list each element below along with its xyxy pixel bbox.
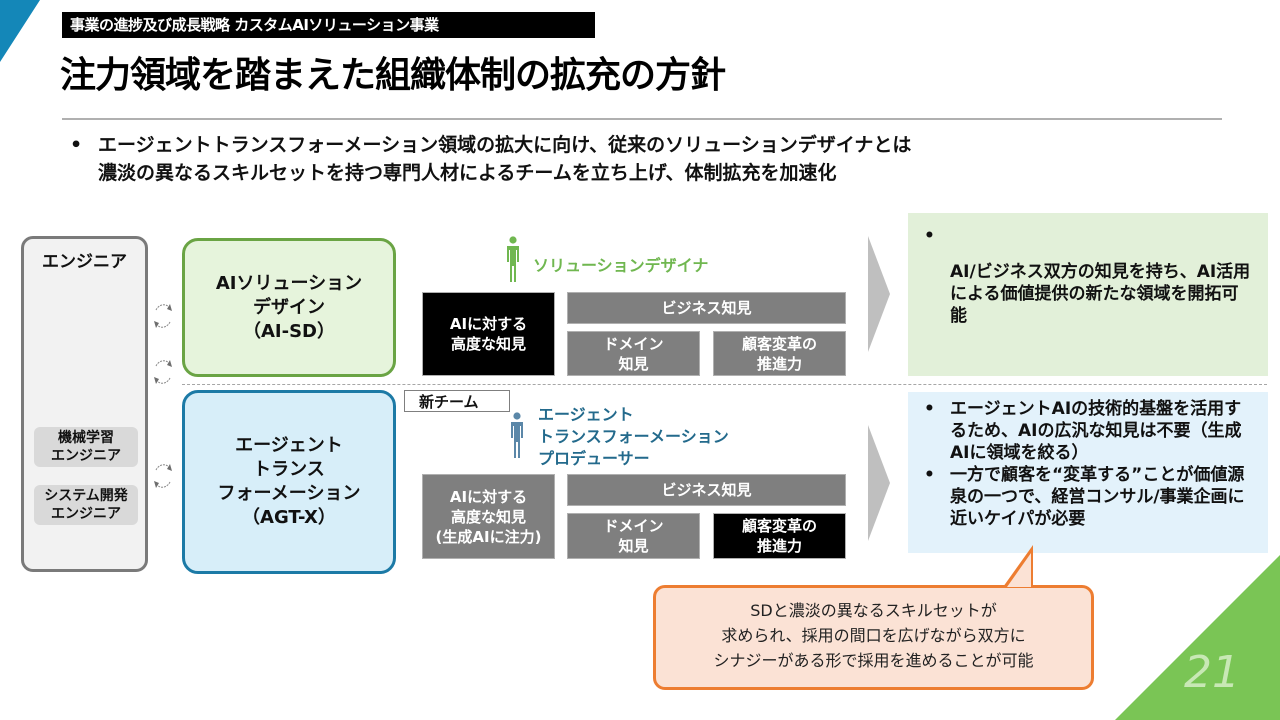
corner-accent-top-left [0,0,40,62]
result-bullet: エージェントAIの技術的基盤を活用するため、AIの広汎な知見は不要（生成AIに領… [922,398,1254,464]
skill-line: 顧客変革の [741,334,817,353]
cycle-arrows-icon [154,464,172,488]
title-divider [62,118,1222,120]
role-line: システム開発 [44,488,128,504]
role-line: エンジニア [51,506,121,522]
skill-ai-expertise: AIに対する 高度な知見 [422,292,555,376]
new-team-label: 新チーム [404,390,510,412]
bullet-dot: • [70,134,83,156]
role-line: プロデューサー [538,449,650,468]
summary-line: エージェントトランスフォーメーション領域の拡大に向け、従来のソリューションデザイ… [98,134,912,156]
skill-line: (生成AIに注力) [435,527,542,546]
skill-line: 高度な知見 [450,335,526,353]
skill-line: 顧客変革の [741,517,817,535]
engineer-group: エンジニア 機械学習 エンジニア システム開発 エンジニア [21,236,148,572]
skill-line: 推進力 [756,354,802,373]
role-line: エージェント [538,405,634,424]
skill-customer-transformation: 顧客変革の 推進力 [713,513,846,559]
chevron-right-icon [868,236,890,352]
role-solution-designer: ソリューションデザイナ [533,256,709,275]
team-label-line: デザイン [253,296,325,318]
skill-line: 知見 [618,537,649,555]
page-title: 注力領域を踏まえた組織体制の拡充の方針 [60,55,726,96]
summary-line: 濃淡の異なるスキルセットを持つ専門人材によるチームを立ち上げ、体制拡充を加速化 [98,162,837,184]
skill-business: ビジネス知見 [567,292,846,324]
skill-line: ドメイン [603,334,664,353]
chevron-right-icon [868,425,890,541]
callout-line: 求められ、採用の間口を広げながら双方に [721,626,1026,645]
callout-note: SDと濃淡の異なるスキルセットが 求められ、採用の間口を広げながら双方に シナジ… [653,585,1094,690]
skill-line: 知見 [618,354,649,373]
team-agt-x: エージェント トランス フォーメーション （AGT-X） [182,390,396,574]
engineer-group-title: エンジニア [42,252,127,272]
callout-line: シナジーがある形で採用を進めることが可能 [713,651,1034,670]
role-line: エンジニア [51,448,121,464]
skill-customer-transformation: 顧客変革の 推進力 [713,331,846,376]
role-system-engineer: システム開発 エンジニア [34,485,138,525]
page-number: 21 [1184,647,1240,698]
corner-accent-bottom-right [1115,555,1280,720]
team-label-line: （AI-SD） [242,320,335,342]
team-label-line: AIソリューション [215,272,363,294]
callout-pointer-fill [1007,553,1031,587]
team-label-line: （AGT-X） [242,507,336,528]
role-agt-producer: エージェント トランスフォーメーション プロデューサー [538,404,729,470]
skill-business: ビジネス知見 [567,474,846,506]
skill-domain: ドメイン 知見 [567,331,700,376]
person-icon [511,412,523,458]
callout-line: SDと濃淡の異なるスキルセットが [750,601,997,620]
result-bullet: AI/ビジネス双方の知見を持ち、AI活用による価値提供の新たな領域を開拓可能 [922,225,1254,327]
skill-domain: ドメイン 知見 [567,513,700,559]
skill-ai-expertise: AIに対する 高度な知見 (生成AIに注力) [422,474,555,559]
team-label-line: トランス [253,459,325,480]
skill-line: 高度な知見 [450,507,526,526]
cycle-arrows-icon [154,360,172,384]
skill-line: 推進力 [756,537,802,555]
role-line: 機械学習 [58,430,114,446]
result-bullet: 一方で顧客を“変革する”ことが価値源泉の一つで、経営コンサル/事業企画に近いケイ… [922,464,1254,530]
cycle-arrows-icon [154,304,172,328]
role-ml-engineer: 機械学習 エンジニア [34,427,138,467]
result-sd: AI/ビジネス双方の知見を持ち、AI活用による価値提供の新たな領域を開拓可能 [908,213,1268,376]
team-label-line: フォーメーション [217,483,361,504]
skill-line: AIに対する [449,487,528,506]
team-label-line: エージェント [235,435,343,456]
person-icon [507,236,519,282]
section-tag: 事業の進捗及び成長戦略 カスタムAIソリューション事業 [62,12,595,38]
skill-line: ドメイン [603,517,664,535]
result-agt: エージェントAIの技術的基盤を活用するため、AIの広汎な知見は不要（生成AIに領… [908,392,1268,553]
section-divider [182,384,1267,385]
role-line: トランスフォーメーション [538,427,729,446]
team-ai-sd: AIソリューション デザイン （AI-SD） [182,238,396,377]
skill-line: AIに対する [449,315,528,333]
